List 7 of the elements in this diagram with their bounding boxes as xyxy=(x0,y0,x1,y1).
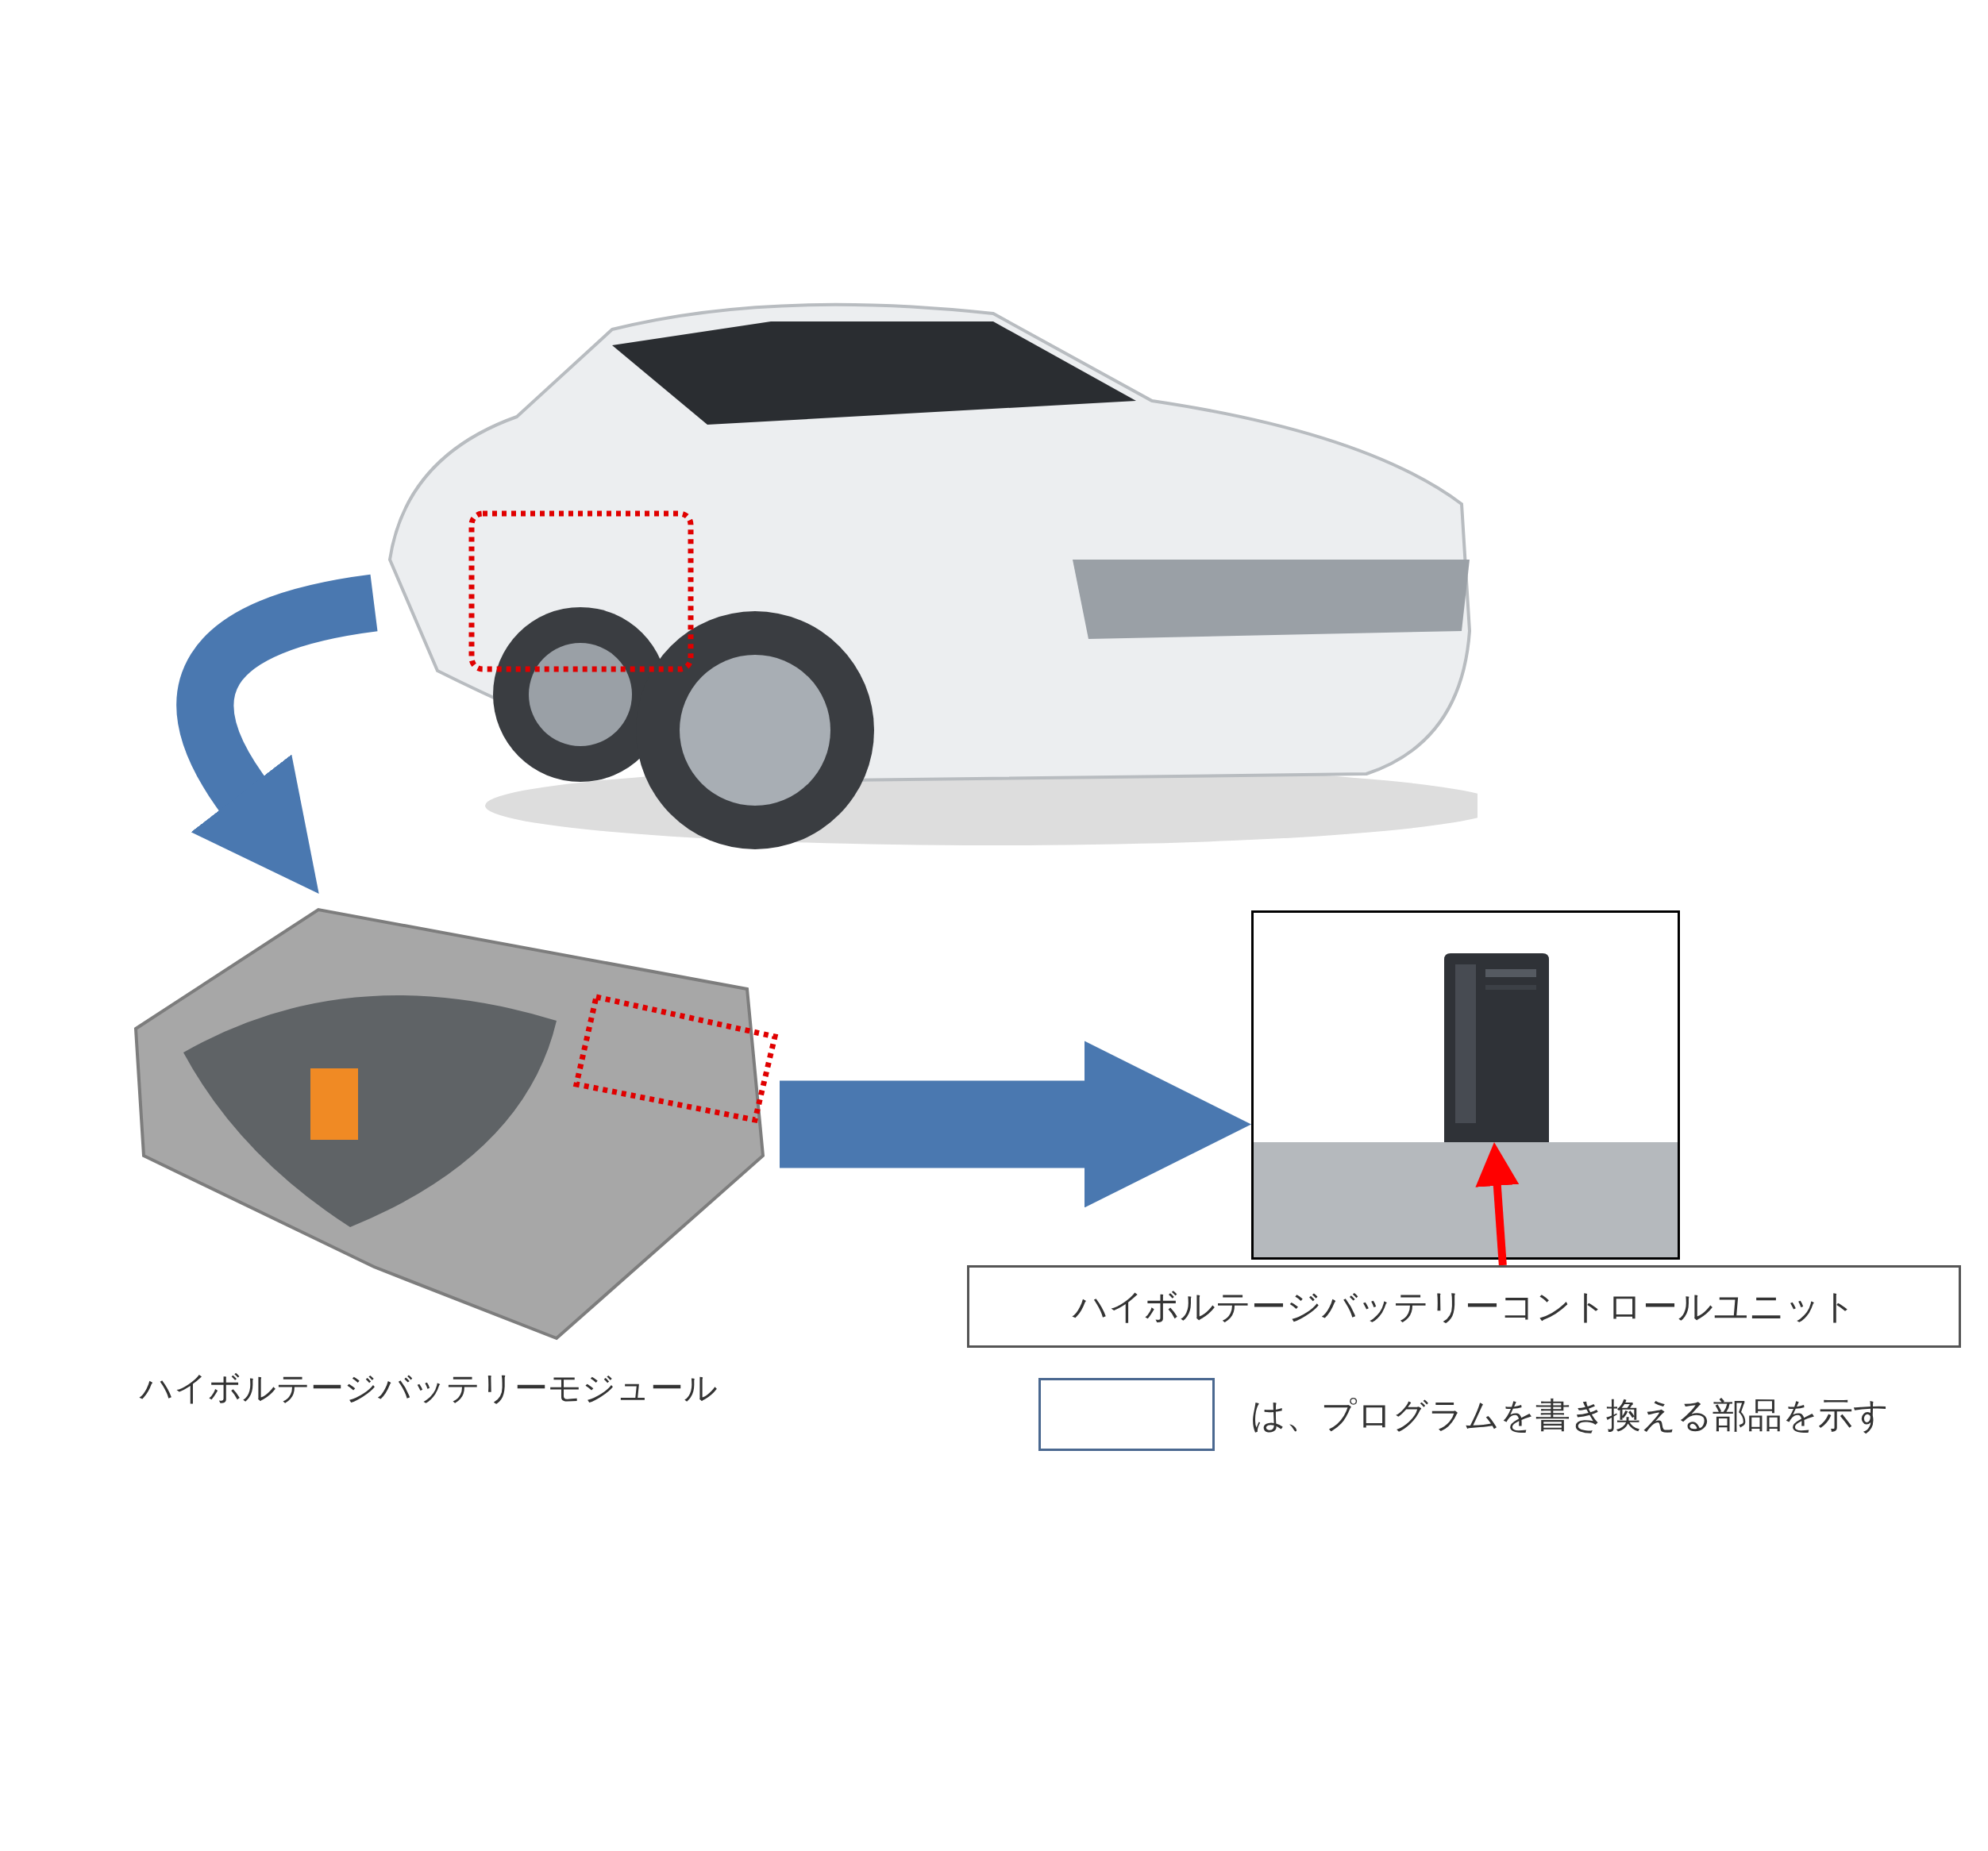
control-unit-drawing xyxy=(1444,953,1549,1145)
arrow xyxy=(780,1041,1251,1208)
arrow xyxy=(1475,1142,1520,1266)
photo-frame xyxy=(1251,910,1680,1260)
part-label: ハイボルテージバッテリーコントロールユニット xyxy=(967,1265,1961,1348)
part-caption: ハイボルテージバッテリーモジュール xyxy=(140,1368,718,1409)
legend-text: は、プログラムを書き換える部品を示す xyxy=(1250,1394,1889,1437)
